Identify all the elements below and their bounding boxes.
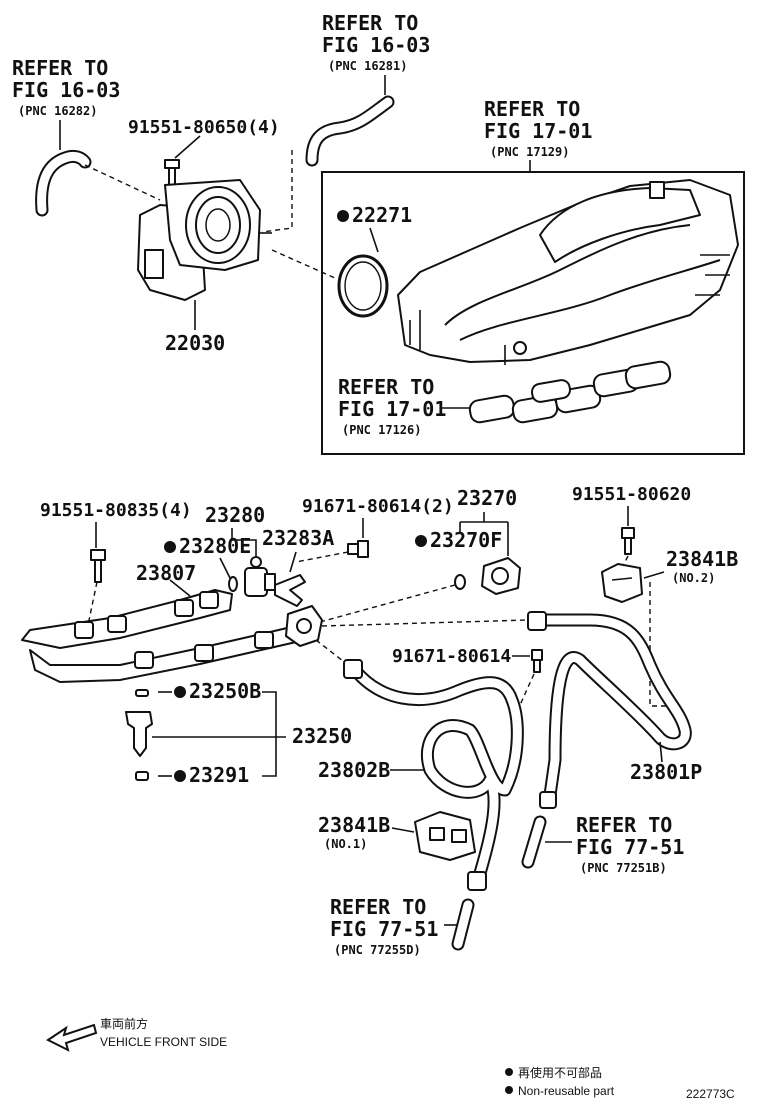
clip-23283A bbox=[274, 574, 306, 607]
labels: REFER TO FIG 16-03 (PNC 16281) REFER TO … bbox=[12, 11, 738, 1101]
ref-17126-line1: REFER TO bbox=[338, 375, 434, 399]
ref-17126-pnc: (PNC 17126) bbox=[342, 423, 421, 437]
ref-77251B-line1: REFER TO bbox=[576, 813, 672, 837]
regulator-23270 bbox=[454, 557, 521, 595]
hose-stub-77255D bbox=[451, 898, 475, 951]
leader-23841B-no2 bbox=[643, 571, 665, 579]
dash-rail-hose bbox=[321, 619, 529, 627]
ref-16281-line1: REFER TO bbox=[322, 11, 418, 35]
dash-regulator-rail bbox=[319, 584, 456, 623]
part-91551-80835: 91551-80835(4) bbox=[40, 500, 192, 521]
port-gaskets bbox=[468, 360, 672, 424]
ref-17126-line2: FIG 17-01 bbox=[338, 397, 446, 421]
manifold-frame bbox=[321, 171, 745, 455]
leader-91551-80650 bbox=[174, 135, 201, 159]
injector-23250 bbox=[125, 689, 153, 781]
legend-dot-2 bbox=[505, 1086, 513, 1094]
leader-23280E bbox=[219, 557, 231, 579]
part-23250: 23250 bbox=[292, 724, 352, 748]
leader-23841B-no1 bbox=[391, 827, 415, 833]
ref-17129-line1: REFER TO bbox=[484, 97, 580, 121]
dash-bolt-damper bbox=[295, 551, 349, 563]
pulsation-damper-23280 bbox=[228, 556, 276, 597]
ref-16282-line2: FIG 16-03 bbox=[12, 78, 120, 102]
fuel-rail-23807 bbox=[21, 589, 306, 683]
leader-23280 bbox=[231, 528, 257, 556]
hose-stub-77251B bbox=[521, 815, 547, 869]
dash-bolt-clamp bbox=[619, 555, 629, 573]
part-22030: 22030 bbox=[165, 331, 225, 355]
ref-16281-pnc: (PNC 16281) bbox=[328, 59, 407, 73]
part-23841B-no1-sub: (NO.1) bbox=[324, 837, 367, 851]
ref-77251B-pnc: (PNC 77251B) bbox=[580, 861, 667, 875]
part-23291: 23291 bbox=[189, 763, 249, 787]
part-22271: 22271 bbox=[352, 203, 412, 227]
part-23270: 23270 bbox=[457, 486, 517, 510]
nonreuse-dot-23270F bbox=[415, 535, 427, 547]
intake-manifold bbox=[397, 179, 739, 365]
ref-17129-pnc: (PNC 17129) bbox=[490, 145, 569, 159]
nonreuse-dot-22271 bbox=[337, 210, 349, 222]
throttle-body-22030 bbox=[137, 179, 272, 301]
gasket-22271 bbox=[337, 254, 389, 318]
part-23250B: 23250B bbox=[189, 679, 261, 703]
dash-hose-left bbox=[84, 164, 161, 201]
part-23270F: 23270F bbox=[430, 528, 502, 552]
hose-16282 bbox=[35, 149, 92, 217]
bolt-91551-80620 bbox=[621, 527, 635, 555]
legend-front-en: VEHICLE FRONT SIDE bbox=[100, 1035, 227, 1049]
dash-hose-top bbox=[261, 150, 293, 233]
dash-bolt-rail bbox=[87, 581, 98, 626]
part-23841B-no2: 23841B bbox=[666, 547, 738, 571]
clamp-23841B-no2 bbox=[601, 563, 643, 603]
part-23807: 23807 bbox=[136, 561, 196, 585]
leader-22271 bbox=[369, 227, 379, 253]
rail-connector bbox=[285, 605, 323, 647]
bolt-91671-80614 bbox=[531, 649, 543, 673]
part-23280E: 23280E bbox=[179, 534, 251, 558]
part-23841B-no1: 23841B bbox=[318, 813, 390, 837]
part-91551-80650: 91551-80650(4) bbox=[128, 117, 280, 138]
leader-23807 bbox=[169, 579, 191, 597]
hose-16281 bbox=[305, 95, 395, 167]
ref-16282-line1: REFER TO bbox=[12, 56, 108, 80]
figure-id: 222773C bbox=[686, 1087, 735, 1101]
front-arrow-icon bbox=[46, 1023, 98, 1052]
bracket-23250 bbox=[262, 691, 277, 777]
ref-77255D-line2: FIG 77-51 bbox=[330, 917, 438, 941]
legend-dot-1 bbox=[505, 1068, 513, 1076]
part-23802B: 23802B bbox=[318, 758, 390, 782]
ref-77255D-pnc: (PNC 77255D) bbox=[334, 943, 421, 957]
legend-nonreuse-jp: 再使用不可部品 bbox=[518, 1065, 602, 1080]
ref-16281-line2: FIG 16-03 bbox=[322, 33, 430, 57]
part-91551-80620: 91551-80620 bbox=[572, 484, 691, 505]
ref-77255D-line1: REFER TO bbox=[330, 895, 426, 919]
nonreuse-dot-23291 bbox=[174, 770, 186, 782]
clamp-23841B-no1 bbox=[414, 811, 476, 861]
legend-front-jp: 車両前方 bbox=[100, 1016, 148, 1031]
part-23841B-no2-sub: (NO.2) bbox=[672, 571, 715, 585]
legend-nonreuse-en: Non-reusable part bbox=[518, 1084, 615, 1098]
ref-16282-pnc: (PNC 16282) bbox=[18, 104, 97, 118]
part-91671-80614-2: 91671-80614(2) bbox=[302, 496, 454, 517]
bolt-91551-80835 bbox=[90, 549, 106, 583]
part-23283A: 23283A bbox=[262, 526, 334, 550]
part-23280: 23280 bbox=[205, 503, 265, 527]
nonreuse-dot-23280E bbox=[164, 541, 176, 553]
nonreuse-dot-23250B bbox=[174, 686, 186, 698]
hose-23802B bbox=[343, 659, 524, 891]
dash-throttle-gasket bbox=[271, 249, 336, 279]
leader-23283A bbox=[289, 551, 297, 573]
part-91671-80614: 91671-80614 bbox=[392, 646, 511, 667]
bolt-91671-80614-2 bbox=[347, 540, 369, 558]
part-23801P: 23801P bbox=[630, 760, 702, 784]
dash-bolt-hose bbox=[519, 673, 535, 706]
hose-23801P bbox=[527, 611, 692, 809]
ref-77251B-line2: FIG 77-51 bbox=[576, 835, 684, 859]
ref-17129-line2: FIG 17-01 bbox=[484, 119, 592, 143]
leader-23801P bbox=[659, 741, 663, 763]
